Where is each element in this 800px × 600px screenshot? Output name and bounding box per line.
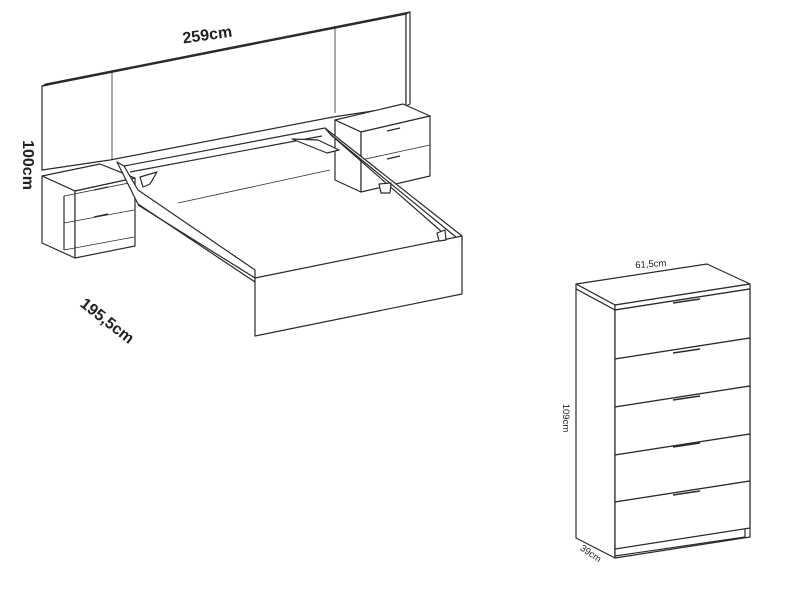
- left-nightstand: [41, 163, 136, 259]
- bed-set-drawing: 259cm 100cm 195,5cm: [19, 11, 463, 348]
- bed-width-label: 259cm: [182, 24, 234, 48]
- bed-depth-label: 195,5cm: [77, 295, 137, 347]
- drawer-4-handle: [672, 442, 701, 448]
- bed-frame: [116, 127, 463, 337]
- drawers: [614, 288, 751, 550]
- headboard: [41, 11, 411, 171]
- drawer-3-handle: [672, 395, 701, 401]
- chest-width-label: 61,5cm: [635, 258, 667, 271]
- drawer-5-handle: [672, 490, 701, 496]
- drawer-1-handle: [672, 298, 701, 304]
- drawer-2-handle: [672, 348, 701, 354]
- bed-height-label: 100cm: [19, 140, 36, 190]
- chest-height-label: 109cm: [560, 404, 571, 433]
- chest-of-drawers-drawing: 61,5cm 109cm 39cm: [560, 258, 751, 565]
- drawer-5: [614, 480, 751, 550]
